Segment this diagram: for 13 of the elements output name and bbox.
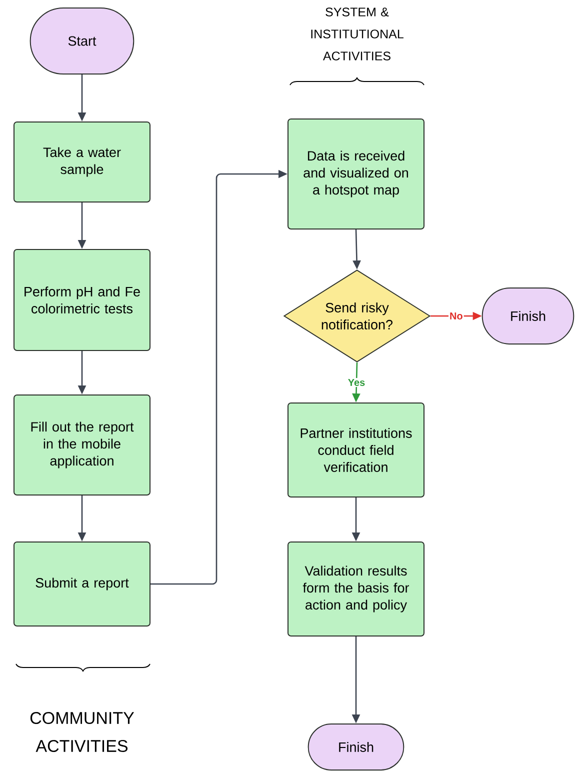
process-box: Take a water sample [14,122,150,202]
terminal-oval: Finish [308,724,404,770]
section-heading: SYSTEM & INSTITUTIONAL ACTIVITIES [311,8,404,60]
terminal-oval: Finish [482,288,574,344]
process-box: Fill out the report in the mobile application [14,394,150,496]
process-box: Data is received and visualized on a hotspot map [288,118,424,230]
process-box: Perform pH and Fe colorimetric tests [14,249,150,351]
process-box: Submit a report [14,542,150,626]
edge-label: No [448,312,464,320]
section-heading: COMMUNITY ACTIVITIES [30,712,134,752]
process-box: Validation results form the basis for action and policy [288,542,424,636]
edge-label: Yes [346,378,366,387]
process-box: Partner institutions conduct field verification [288,402,424,498]
